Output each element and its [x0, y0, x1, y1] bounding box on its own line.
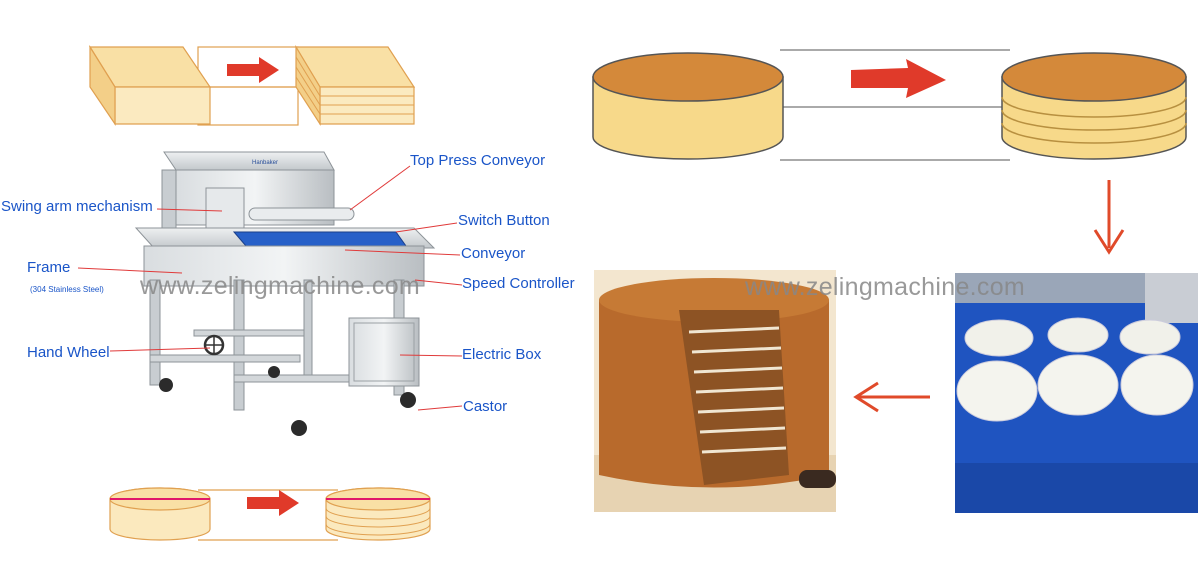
label-hand-wheel: Hand Wheel — [27, 344, 110, 361]
label-electric-box: Electric Box — [462, 346, 542, 363]
label-castor: Castor — [463, 398, 508, 415]
label-switch-button: Switch Button — [458, 212, 550, 229]
round-cake-layer-diagram — [592, 49, 1187, 161]
layered-honey-cake-photo — [594, 270, 836, 512]
label-frame-material: (304 Stainless Steel) — [30, 285, 104, 294]
down-arrow-icon — [1093, 180, 1125, 255]
label-speed-controller: Speed Controller — [462, 275, 575, 292]
label-swing-arm: Swing arm mechanism — [1, 198, 153, 215]
label-top-press-conveyor: Top Press Conveyor — [410, 152, 546, 169]
round-cake-slicing-diagram — [109, 487, 431, 541]
label-conveyor: Conveyor — [461, 245, 526, 262]
cake-slicer-machine: Hanbaker — [134, 151, 436, 436]
machine-brand: Hanbaker — [252, 160, 278, 166]
label-frame: Frame — [27, 259, 71, 276]
watermark-left: www.zelingmachine.com — [140, 272, 421, 300]
process-arrow-icon — [227, 57, 279, 83]
block-cake-slicing-diagram — [88, 44, 416, 127]
left-arrow-icon — [853, 381, 930, 413]
process-arrow-icon — [247, 490, 299, 516]
sliced-cake-conveyor-photo — [955, 273, 1198, 513]
process-arrow-icon — [851, 59, 946, 98]
watermark-right: www.zelingmachine.com — [745, 273, 1026, 301]
